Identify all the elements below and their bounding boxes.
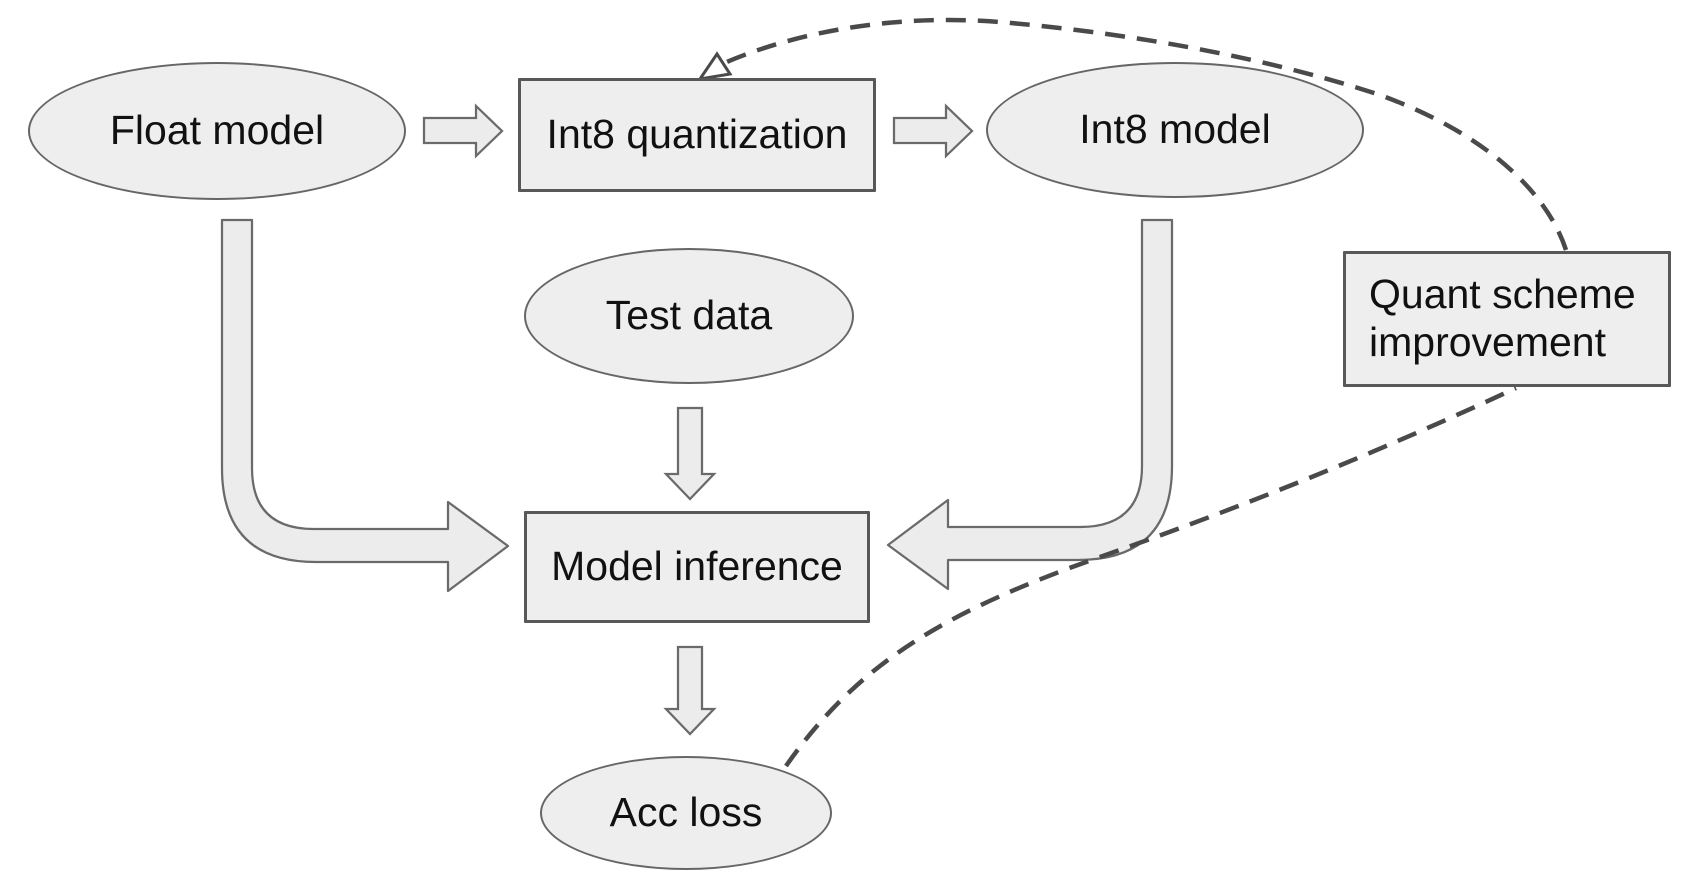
node-test-data-label: Test data: [605, 292, 773, 339]
node-model-inference: Model inference: [524, 511, 870, 623]
arrow-inference-to-accloss: [663, 645, 717, 736]
node-int8-model: Int8 model: [986, 62, 1364, 198]
node-int8-model-label: Int8 model: [1079, 106, 1271, 153]
pipe-arrow-int8model-to-inference: [886, 218, 1174, 591]
node-model-inference-label: Model inference: [551, 543, 843, 590]
node-float-model-label: Float model: [109, 107, 325, 154]
arrow-quantization-to-int8model: [892, 103, 974, 159]
dashed-edge-accloss-to-quantscheme: [784, 385, 1517, 768]
node-acc-loss: Acc loss: [540, 756, 832, 870]
dashed-edge-quantscheme-to-quantization: [721, 17, 1569, 251]
node-test-data: Test data: [524, 248, 854, 384]
node-acc-loss-label: Acc loss: [609, 789, 763, 836]
node-quant-scheme-improvement-label: Quant scheme improvement: [1369, 271, 1636, 365]
node-quant-scheme-improvement: Quant scheme improvement: [1343, 251, 1671, 387]
arrow-testdata-to-inference: [663, 406, 717, 501]
node-int8-quantization-label: Int8 quantization: [546, 111, 848, 158]
node-int8-quantization: Int8 quantization: [518, 78, 876, 192]
pipe-arrow-floatmodel-to-inference: [220, 218, 510, 593]
open-arrowhead-icon: [696, 51, 733, 82]
node-float-model: Float model: [28, 62, 406, 200]
arrow-float-to-quantization: [422, 103, 504, 159]
